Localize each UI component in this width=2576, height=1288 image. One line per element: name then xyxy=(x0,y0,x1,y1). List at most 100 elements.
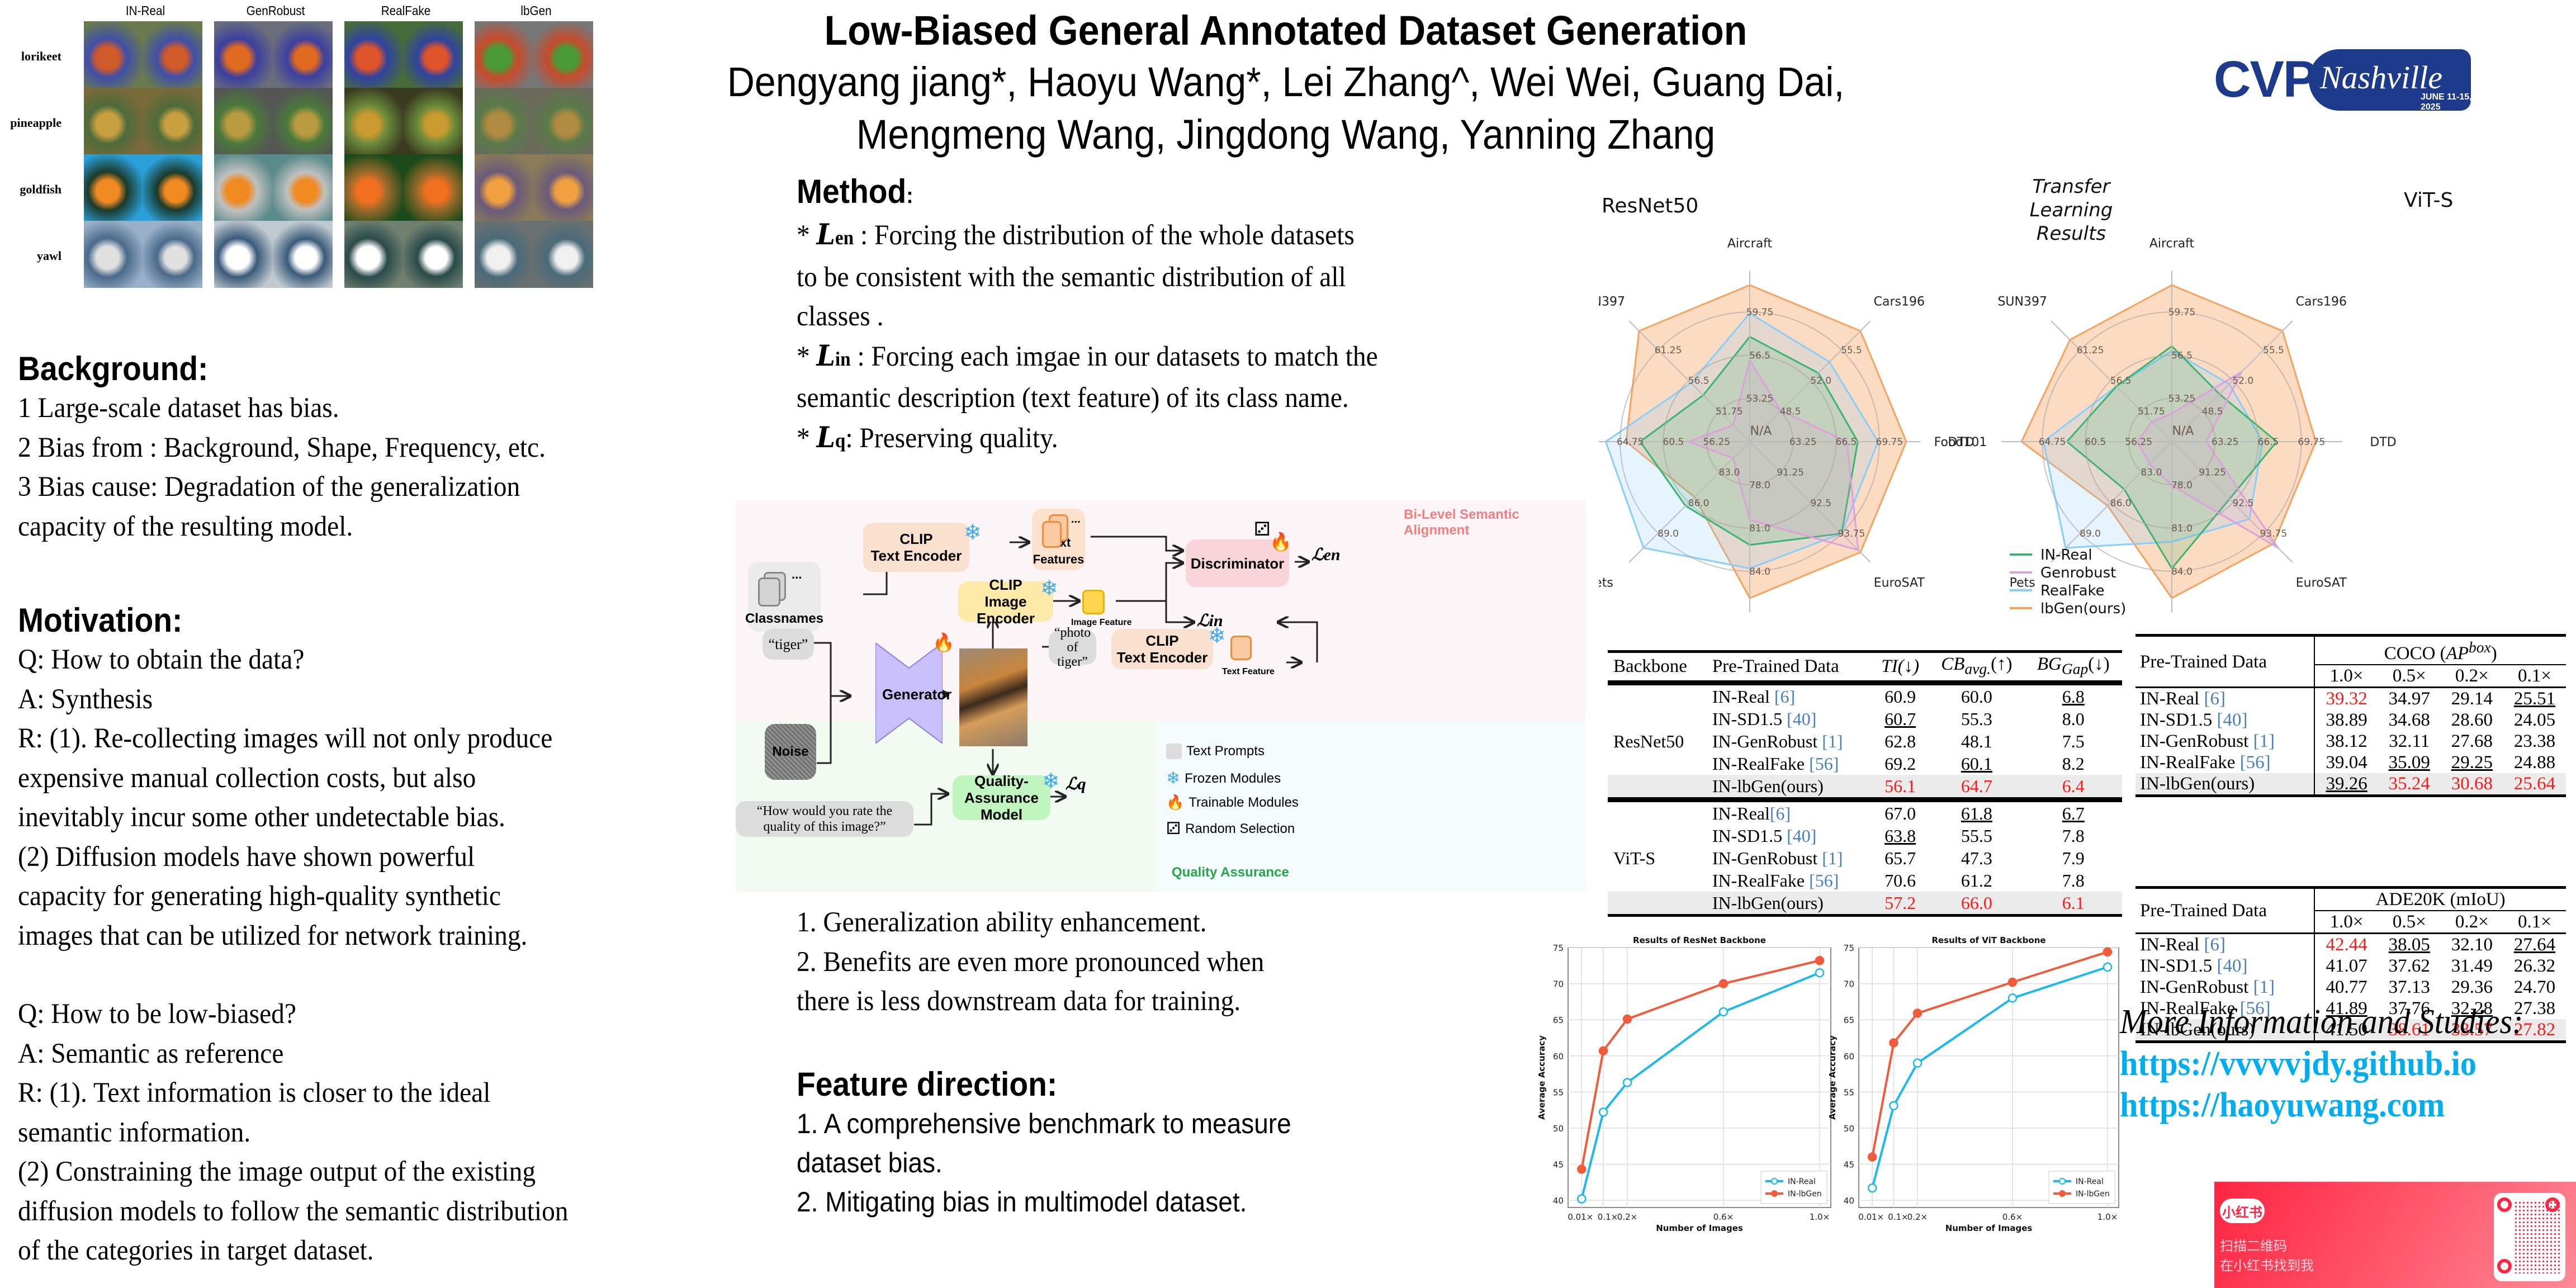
conference-logo: CVPR Nashville JUNE 11-15, 2025 xyxy=(2214,45,2493,117)
radar-tick-label: 59.75 xyxy=(2168,307,2196,318)
method-line: to be consistent with the semantic distr… xyxy=(797,258,1504,297)
sample-image-lorikeet xyxy=(143,21,202,88)
y-tick-label: 40 xyxy=(1553,1196,1564,1206)
method-line: semantic description (text feature) of i… xyxy=(797,378,1504,418)
value-cell: 26.32 xyxy=(2513,956,2556,976)
method-text: : Forcing the distribution of the whole … xyxy=(854,220,1355,251)
radar-chart-ResNet50: Aircraft53.2556.559.75Cars19648.552.055.… xyxy=(1599,195,1974,613)
scale-header: 0.1× xyxy=(2518,666,2551,686)
radar-tick-label: 60.5 xyxy=(1663,437,1684,448)
radar-spoke xyxy=(2171,320,2293,442)
pretrained-data-cell: IN-Real[6] xyxy=(1707,799,1872,825)
pretrained-data-cell: IN-SD1.5 [40] xyxy=(1707,825,1872,847)
text-line: R: (1). Text information is closer to th… xyxy=(18,1077,491,1109)
radar-tick-label: 56.5 xyxy=(1749,350,1770,361)
radar-tick-label: 61.25 xyxy=(2077,345,2104,356)
data-point xyxy=(1718,1007,1729,1017)
qa-model-label: Quality-Assurance Model xyxy=(964,773,1039,823)
loss-symbol-en: Len xyxy=(817,218,854,252)
backbone-cell xyxy=(1608,708,1707,730)
text-line: dataset bias. xyxy=(797,1147,943,1178)
ti-cell: 63.8 xyxy=(1884,825,1916,846)
transfer-results-label: Transfer xyxy=(2032,176,2111,198)
radar-tick-label: 61.25 xyxy=(1655,345,1682,356)
flame-icon: 🔥 xyxy=(1270,532,1292,552)
loss-q-label: ℒq xyxy=(1066,775,1086,793)
sample-image-lorikeet xyxy=(534,21,593,88)
radar-tick-label: 56.25 xyxy=(2125,437,2152,448)
method-heading-text: Method xyxy=(797,173,907,210)
radar-tick-label: 83.0 xyxy=(2141,467,2162,479)
background-text: 1 Large-scale dataset has bias.2 Bias fr… xyxy=(18,389,745,546)
bg-cell: 7.5 xyxy=(2062,731,2085,751)
citation: [6] xyxy=(2204,935,2226,955)
ti-cell: 62.8 xyxy=(1884,731,1916,751)
grid-row-label: lorikeet xyxy=(21,49,61,63)
ade-row-header: Pre-Trained Data xyxy=(2135,887,2315,934)
value-cell: 42.44 xyxy=(2326,935,2367,955)
sample-image-goldfish xyxy=(534,154,593,221)
value-cell: 37.62 xyxy=(2388,956,2430,976)
grid-row-label: goldfish xyxy=(20,182,61,196)
value-cell: 34.97 xyxy=(2388,689,2430,709)
sample-image-pineapple xyxy=(404,88,463,155)
value-cell: 41.07 xyxy=(2326,956,2367,976)
y-tick-label: 75 xyxy=(1553,943,1564,953)
bias-table: Backbone Pre-Trained Data TI(↓) CBavg.(↑… xyxy=(1608,650,2122,917)
cvpr-logo-date: JUNE 11-15, 2025 xyxy=(2421,92,2472,112)
radar-tick-label: 86.0 xyxy=(2110,498,2132,509)
qr-code-icon[interactable] xyxy=(2494,1193,2565,1281)
legend-frozen-modules: ❄ Frozen Modules xyxy=(1166,769,1281,788)
radar-tick-label: 91.25 xyxy=(2199,467,2226,479)
value-cell: 41.89 xyxy=(2326,998,2367,1019)
xhs-line-1: 扫描二维码 xyxy=(2220,1238,2287,1254)
project-link-github[interactable]: https://vvvvvjdy.github.io xyxy=(2120,1045,2477,1083)
project-link-homepage[interactable]: https://haoyuwang.com xyxy=(2120,1086,2445,1124)
pretrained-data-cell: IN-GenRobust [1] xyxy=(2135,977,2315,998)
radar-charts: Aircraft53.2556.559.75Cars19648.552.055.… xyxy=(1599,176,2453,615)
coco-title-ap: AP xyxy=(2446,643,2469,664)
ti-cell: 56.1 xyxy=(1872,774,1929,800)
dataset-name: IN-Real xyxy=(1712,686,1774,707)
legend-marker xyxy=(1771,1190,1778,1197)
radar-spoke xyxy=(1628,320,1750,442)
authors-line-1: Dengyang jiang*, Haoyu Wang*, Lei Zhang^… xyxy=(727,59,1845,105)
legend-text-prompts: Text Prompts xyxy=(1166,744,1265,759)
method-line: * Lin : Forcing each imgae in our datase… xyxy=(797,337,1504,379)
ti-cell: 69.2 xyxy=(1884,753,1916,774)
ti-cell: 65.7 xyxy=(1884,847,1916,868)
clip-label: CLIP xyxy=(989,576,1022,593)
results-notes: 1. Generalization ability enhancement.2.… xyxy=(797,903,1523,1021)
pretrained-data-cell: IN-SD1.5 [40] xyxy=(2135,709,2315,731)
pretrained-data-cell: IN-GenRobust [1] xyxy=(1707,847,1872,869)
sample-image-pineapple xyxy=(214,88,273,155)
pretrained-data-cell: IN-lbGen(ours) xyxy=(1706,891,1872,916)
ade-title: ADE20K (mIoU) xyxy=(2314,887,2566,911)
poster-title: Low-Biased General Annotated Dataset Gen… xyxy=(824,7,1748,54)
value-cell: 29.14 xyxy=(2451,689,2493,709)
value-cell: 37.13 xyxy=(2388,977,2430,997)
xiaohongshu-qr-card[interactable]: 小红书 扫描二维码 在小红书找到我 xyxy=(2214,1182,2576,1288)
sample-image-goldfish xyxy=(84,154,143,221)
prompt-photo-text: “photo of tiger” xyxy=(1054,626,1091,669)
prompt-tiger: “tiger” xyxy=(763,629,814,660)
dataset-name: IN-Real xyxy=(2140,689,2204,709)
radar-tick-label: 55.5 xyxy=(2263,345,2284,356)
data-point xyxy=(1912,1008,1922,1018)
clip-label: CLIP xyxy=(899,531,933,547)
text-line: A: Synthesis xyxy=(18,683,153,715)
result-note-line: 2. Benefits are even more pronounced whe… xyxy=(797,946,1265,978)
ade-header-row-1: Pre-Trained Data ADE20K (mIoU) xyxy=(2135,887,2566,934)
value-cell: 39.32 xyxy=(2326,689,2367,709)
value-cell: 24.88 xyxy=(2513,752,2556,773)
loss-letter: L xyxy=(816,420,835,454)
scale-header: 0.5× xyxy=(2392,666,2426,686)
noise-label: Noise xyxy=(772,744,809,759)
